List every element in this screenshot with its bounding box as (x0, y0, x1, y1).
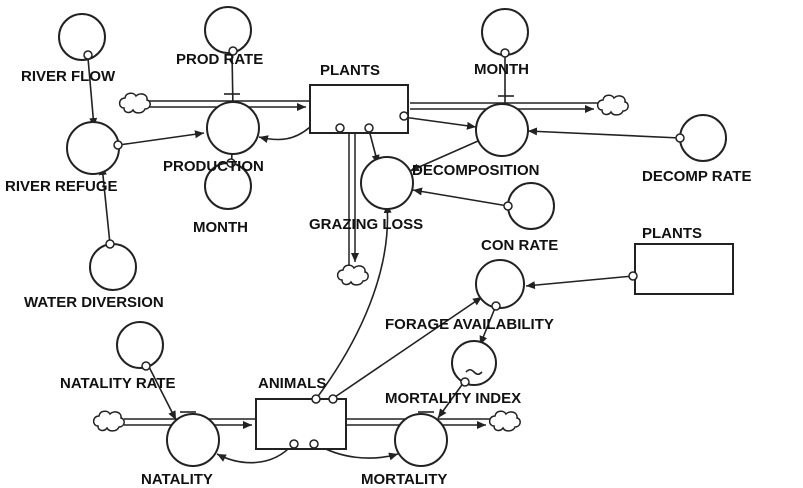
natality-rate-node[interactable] (116, 321, 164, 369)
connector-origin (364, 123, 374, 133)
prod-rate-node[interactable] (204, 6, 252, 54)
forage-availability-node[interactable] (475, 259, 525, 309)
river-flow-label: RIVER FLOW (21, 68, 116, 85)
connector-plants-decomposition (402, 116, 477, 130)
river-flow-node[interactable] (58, 13, 106, 61)
water-diversion-label: WATER DIVERSION (24, 294, 164, 311)
connector-origin (328, 394, 338, 404)
river-refuge-node[interactable] (66, 121, 120, 175)
production-label: PRODUCTION (163, 158, 264, 175)
connector-origin (503, 201, 513, 211)
sink-cloud-icon (488, 410, 521, 432)
animals-stock[interactable] (255, 398, 347, 450)
connector-origin (311, 394, 321, 404)
prod-rate-label: PROD RATE (176, 51, 263, 68)
month-top-node[interactable] (481, 8, 529, 56)
connector-origin (460, 377, 470, 387)
connector-animals-grazing (315, 203, 392, 400)
decomp-rate-node[interactable] (679, 114, 727, 162)
connector-conrate-grazing (412, 187, 509, 207)
con-rate-label: CON RATE (481, 237, 558, 254)
plants-stock-label: PLANTS (320, 62, 380, 79)
water-diversion-node[interactable] (89, 243, 137, 291)
natality-node[interactable] (166, 413, 220, 467)
connector-prodrate-production (228, 51, 237, 111)
forage-availability-label: FORAGE AVAILABILITY (385, 316, 554, 333)
connector-origin (675, 133, 685, 143)
natality-rate-label: NATALITY RATE (60, 375, 176, 392)
connector-origin (399, 111, 409, 121)
connector-waterdiversion-refuge (98, 165, 111, 245)
connector-origin (83, 50, 93, 60)
connector-origin (105, 239, 115, 249)
sink-cloud-icon (336, 264, 369, 286)
month-bottom-label: MONTH (193, 219, 248, 236)
connector-refuge-production (118, 130, 205, 146)
connector-origin (309, 439, 319, 449)
connector-animals-natality (216, 443, 294, 464)
connector-animals-forage (331, 296, 483, 400)
connector-origin (289, 439, 299, 449)
mortality-index-label: MORTALITY INDEX (385, 390, 521, 407)
con-rate-node[interactable] (507, 182, 555, 230)
connector-decomprate-decomposition (527, 127, 681, 139)
connector-natalityrate-natality (145, 360, 177, 421)
connector-plants-forage (525, 275, 634, 290)
animals-label: ANIMALS (258, 375, 326, 392)
grazing-loss-label: GRAZING LOSS (309, 216, 423, 233)
connector-origin (141, 361, 151, 371)
grazing-outflow-pipe (348, 131, 359, 266)
source-cloud-icon (118, 92, 151, 114)
connector-origin (113, 140, 123, 150)
sink-cloud-icon (596, 94, 629, 116)
connector-decomposition-grazing (409, 140, 479, 172)
connector-mortalityindex-mortality (437, 381, 465, 419)
source-cloud-icon (92, 410, 125, 432)
mortality-label: MORTALITY (361, 471, 447, 488)
connector-riverflow-refuge (87, 57, 98, 128)
connector-origin (228, 46, 238, 56)
decomposition-node[interactable] (475, 103, 529, 157)
plants-ghost-label: PLANTS (642, 225, 702, 242)
connector-origin (491, 301, 501, 311)
month-top-label: MONTH (474, 61, 529, 78)
river-refuge-label: RIVER REFUGE (5, 178, 118, 195)
decomposition-label: DECOMPOSITION (412, 162, 540, 179)
connector-origin (226, 158, 236, 168)
decomp-rate-label: DECOMP RATE (642, 168, 751, 185)
mortality-node[interactable] (394, 413, 448, 467)
natality-label: NATALITY (141, 471, 213, 488)
mortality-index-node[interactable] (451, 340, 497, 386)
connector-origin (628, 271, 638, 281)
connector-plants-production (258, 126, 311, 143)
plants-ghost-stock[interactable] (634, 243, 734, 295)
grazing-loss-node[interactable] (360, 156, 414, 210)
production-node[interactable] (206, 101, 260, 155)
graph-function-icon (465, 368, 483, 376)
plants-stock[interactable] (309, 84, 409, 134)
connector-origin (335, 123, 345, 133)
connector-origin (500, 48, 510, 58)
